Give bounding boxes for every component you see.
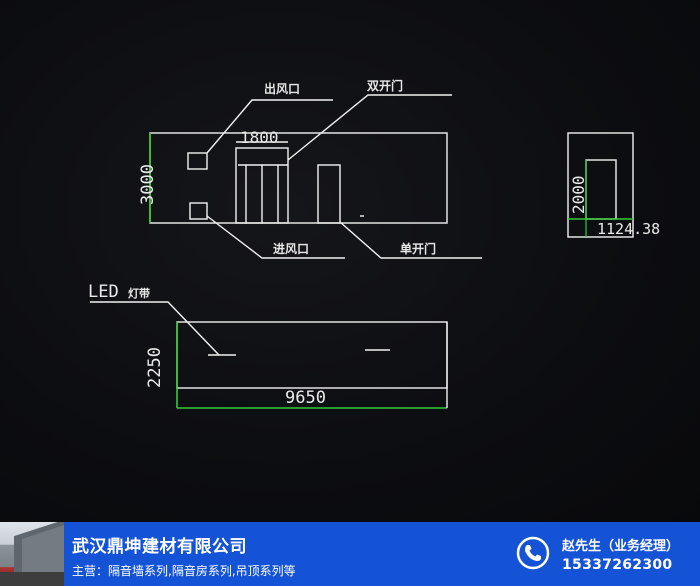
label-led: LED: [88, 282, 119, 302]
dim-2250: 2250: [145, 347, 165, 388]
main-business-text: 主营：隔音墙系列,隔音房系列,吊顶系列等: [72, 564, 296, 578]
leader-led: [90, 301, 220, 356]
leader-double-door: [287, 94, 452, 161]
label-inlet: 进风口: [273, 241, 309, 256]
label-single-door: 单开门: [400, 241, 436, 256]
leader-outlet: [206, 99, 333, 154]
top-elevation: [149, 94, 482, 259]
label-led-suffix: 灯带: [128, 286, 150, 300]
phone-icon: [516, 536, 550, 570]
dim-2000: 2000: [569, 175, 588, 214]
contact-name: 赵先生（业务经理）: [562, 539, 680, 554]
cad-canvas: 出风口 双开门 进风口 单开门 1800 3000 2000 1124.38 L…: [88, 78, 660, 409]
outlet-vent: [187, 152, 208, 170]
single-door: [317, 164, 341, 224]
dim-9650: 9650: [285, 388, 326, 408]
dim-1800: 1800: [240, 128, 279, 147]
inlet-vent: [189, 202, 208, 220]
dim-3000: 3000: [138, 164, 158, 205]
leader-single-door: [339, 221, 482, 259]
side-elevation-outline: [567, 132, 634, 238]
building-photo: [0, 522, 64, 586]
company-name: 武汉鼎坤建材有限公司: [72, 537, 247, 557]
leader-inlet: [206, 215, 345, 259]
contact-phone: 15337262300: [562, 557, 673, 573]
dim-1124: 1124.38: [597, 220, 660, 238]
label-outlet: 出风口: [264, 81, 300, 96]
label-double-door: 双开门: [367, 78, 403, 93]
top-elevation-outline: [149, 132, 448, 224]
bottom-elevation: [90, 301, 448, 409]
cad-drawing-area: 出风口 双开门 进风口 单开门 1800 3000 2000 1124.38 L…: [0, 0, 700, 522]
side-elevation: [567, 132, 634, 238]
footer-banner: 武汉鼎坤建材有限公司 主营：隔音墙系列,隔音房系列,吊顶系列等 赵先生（业务经理…: [0, 522, 700, 586]
side-door: [585, 159, 617, 220]
